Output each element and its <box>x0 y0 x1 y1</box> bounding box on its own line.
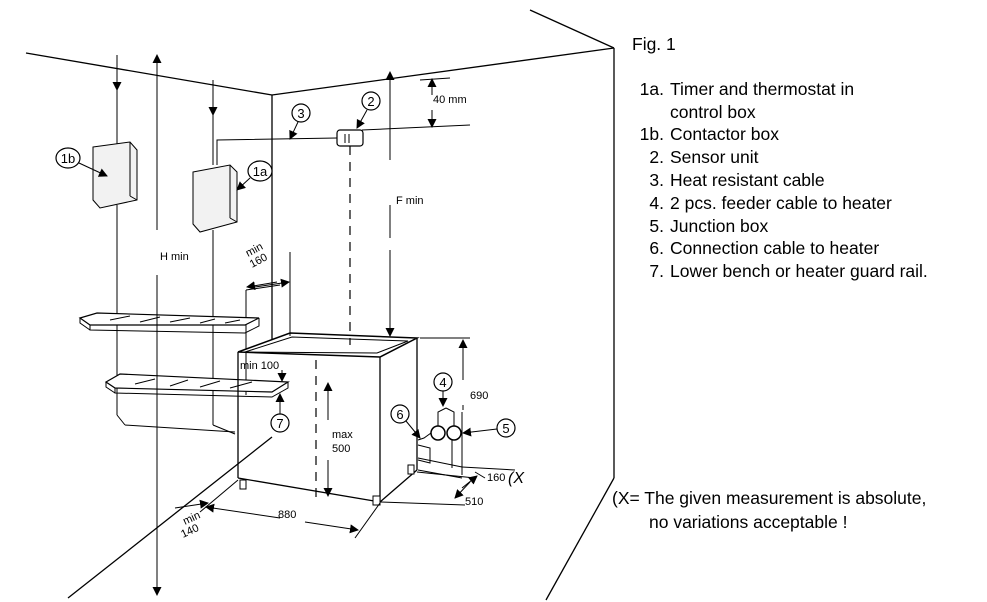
note-line-1: (X= The given measurement is absolute, <box>612 488 927 508</box>
callout-1b: 1b <box>55 147 108 177</box>
dim-floor-gap: 160 <box>487 472 505 484</box>
dim-690: 690 <box>470 390 488 402</box>
legend-text: Sensor unit <box>670 147 759 168</box>
dim-h-min: H min <box>160 251 189 263</box>
legend-item: 7. Lower bench or heater guard rail. <box>632 260 982 283</box>
dimension-lines <box>152 54 516 596</box>
callout-3: 3 <box>289 103 311 140</box>
callout-2: 2 <box>356 91 381 129</box>
room-walls <box>25 9 615 601</box>
legend-text: Connection cable to heater <box>670 238 880 259</box>
legend-code: 4. <box>649 192 664 213</box>
legend-item: 2. Sensor unit <box>632 146 982 169</box>
legend-list: 1a. Timer and thermostat in control box … <box>632 78 982 283</box>
callout-4: 4 <box>433 372 453 407</box>
control-box <box>192 164 238 233</box>
legend-code: 2. <box>649 147 664 168</box>
svg-text:4: 4 <box>439 375 446 390</box>
svg-text:1b: 1b <box>61 151 75 166</box>
callout-6: 6 <box>390 404 421 439</box>
legend-item: 3. Heat resistant cable <box>632 169 982 192</box>
figure-legend: Fig. 1 1a. Timer and thermostat in contr… <box>632 33 982 283</box>
legend-item: 1a. Timer and thermostat in control box <box>632 78 982 124</box>
contactor-box <box>92 141 138 209</box>
svg-text:3: 3 <box>297 106 304 121</box>
svg-text:7: 7 <box>276 416 283 431</box>
lower-bench <box>104 373 290 398</box>
svg-text:2: 2 <box>367 94 374 109</box>
svg-text:5: 5 <box>502 421 509 436</box>
absolute-mark: (X <box>508 470 525 487</box>
legend-code: 3. <box>649 169 664 190</box>
legend-item: 5. Junction box <box>632 215 982 238</box>
legend-code: 6. <box>649 238 664 259</box>
dim-880: 880 <box>278 509 296 521</box>
heat-resistant-cable <box>216 137 338 165</box>
legend-code: 1b. <box>639 124 664 145</box>
svg-text:1a: 1a <box>253 164 268 179</box>
callout-5: 5 <box>462 418 516 438</box>
sensor-unit <box>336 129 364 147</box>
figure-title: Fig. 1 <box>632 34 676 54</box>
cable-entry-lines <box>112 55 247 435</box>
legend-item: 4. 2 pcs. feeder cable to heater <box>632 192 982 215</box>
dim-510: 510 <box>465 496 483 508</box>
dim-500: 500 <box>332 443 350 455</box>
legend-item: 1b. Contactor box <box>632 123 982 146</box>
upper-bench <box>78 312 260 334</box>
legend-code: 7. <box>649 261 664 282</box>
legend-text: Heat resistant cable <box>670 169 825 190</box>
dim-max: max <box>332 429 353 441</box>
legend-text: Contactor box <box>670 124 779 145</box>
absolute-measurement-note: (X= The given measurement is absolute, n… <box>612 486 926 534</box>
callout-1a: 1a <box>236 160 273 191</box>
legend-text: Lower bench or heater guard rail. <box>670 261 928 282</box>
callout-7: 7 <box>270 393 290 433</box>
legend-code: 1a. <box>639 78 664 99</box>
heater <box>237 332 420 506</box>
dim-bench-gap: min 100 <box>240 360 279 372</box>
dim-front-val: 140 <box>179 522 201 541</box>
legend-text: 2 pcs. feeder cable to heater <box>670 192 892 213</box>
legend-text: Junction box <box>670 215 769 236</box>
dim-40mm: 40 mm <box>433 94 467 106</box>
junction-box-assembly <box>417 407 463 479</box>
legend-item: 6. Connection cable to heater <box>632 237 982 260</box>
legend-text: Timer and thermostat in control box <box>670 78 855 122</box>
note-line-2: no variations acceptable ! <box>649 512 848 532</box>
dim-f-min: F min <box>396 195 424 207</box>
legend-code: 5. <box>649 215 664 236</box>
svg-text:6: 6 <box>396 407 403 422</box>
